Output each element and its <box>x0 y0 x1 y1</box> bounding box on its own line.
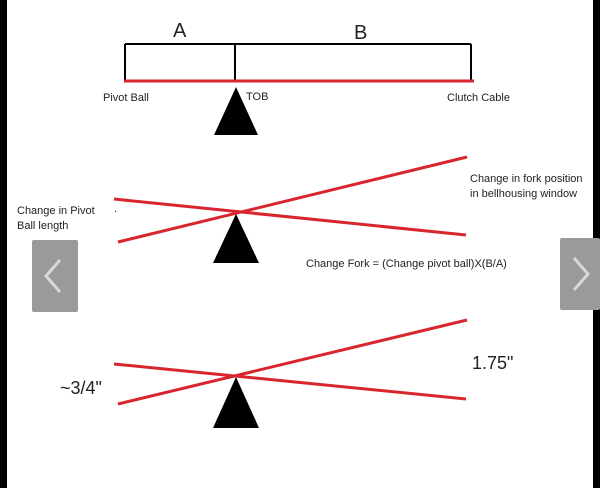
label-change-fork-line2: in bellhousing window <box>470 188 578 200</box>
label-clutch-cable: Clutch Cable <box>447 92 510 104</box>
dimension-bracket <box>124 43 472 80</box>
label-pivot-ball: Pivot Ball <box>103 92 149 104</box>
fulcrum-top <box>214 87 258 135</box>
chevron-right-icon <box>572 257 590 291</box>
lever-falling-2 <box>113 197 467 237</box>
carousel-next-button[interactable] <box>560 238 600 310</box>
label-change-pivot-line1: Change in Pivot <box>17 205 95 217</box>
label-change-fork-line1: Change in fork position <box>470 173 583 185</box>
lever-rising-2 <box>117 155 468 244</box>
label-change-pivot-line2: Ball length <box>17 220 69 232</box>
page-background <box>7 0 593 488</box>
formula-text: Change Fork = (Change pivot ball)X(B/A) <box>306 258 507 270</box>
label-a: A <box>173 20 187 42</box>
label-right-value: 1.75" <box>472 353 514 373</box>
lever-rising-3 <box>117 318 468 406</box>
stray-mark: . <box>114 203 118 215</box>
chevron-left-icon <box>44 259 62 293</box>
fulcrum-middle <box>213 214 259 263</box>
carousel-prev-button[interactable] <box>32 240 78 312</box>
fulcrum-bottom <box>213 377 259 428</box>
label-b: B <box>354 22 368 44</box>
lever-falling-3 <box>113 362 467 401</box>
label-tob: TOB <box>246 91 269 103</box>
label-left-value: ~3/4" <box>60 378 102 398</box>
